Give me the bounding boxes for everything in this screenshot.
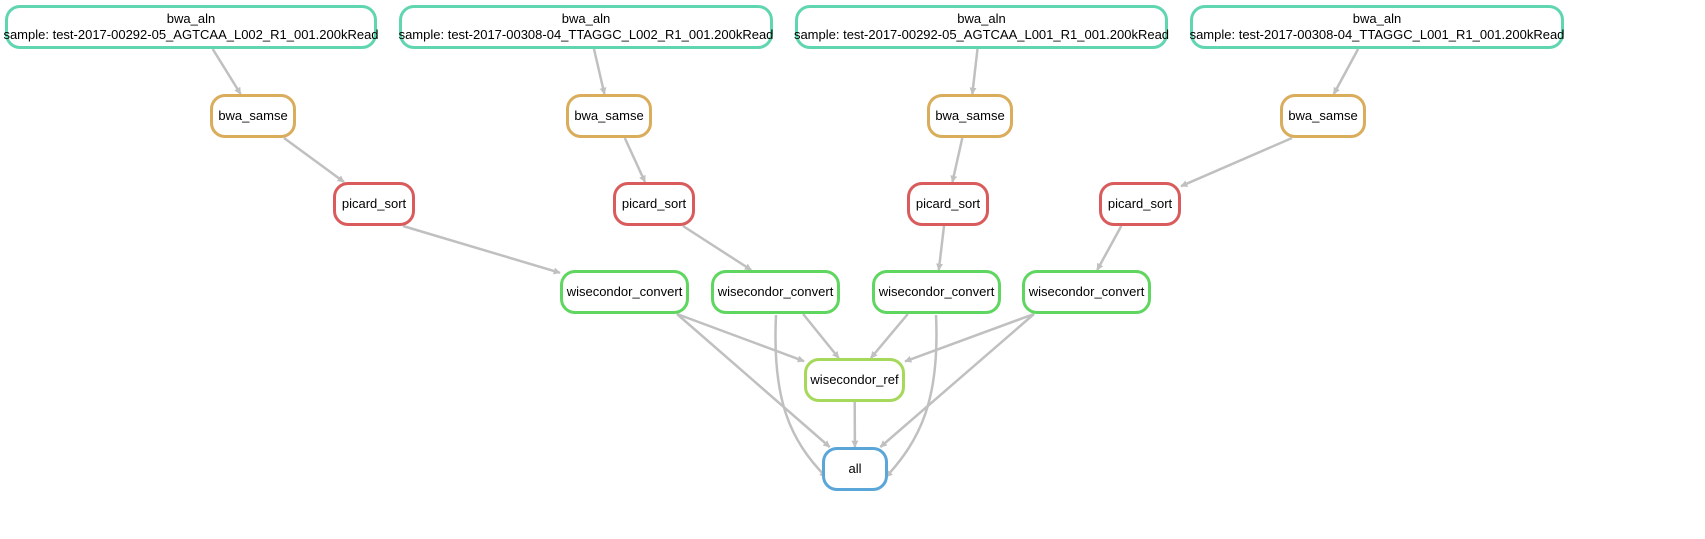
node-label: bwa_aln bbox=[957, 11, 1006, 26]
node-bwa-samse-2[interactable]: bwa_samse bbox=[566, 94, 652, 138]
edge-bwa-aln-to-bwa-samse bbox=[1332, 48, 1360, 95]
node-label: bwa_aln bbox=[1352, 11, 1402, 26]
node-label: wisecondor_convert bbox=[566, 284, 683, 299]
node-wisecondor-convert-4[interactable]: wisecondor_convert bbox=[1022, 270, 1151, 314]
node-label: wisecondor_ref bbox=[810, 372, 899, 387]
node-label: bwa_samse bbox=[1288, 108, 1358, 123]
edge-picard-sort-to-wisecondor-convert bbox=[682, 224, 752, 272]
node-bwa-aln-3[interactable]: bwa_aln sample: test-2017-00292-05_AGTCA… bbox=[793, 5, 1170, 49]
node-picard-sort-4[interactable]: picard_sort bbox=[1099, 182, 1181, 226]
edge-bwa-samse-to-picard-sort bbox=[1180, 136, 1293, 188]
node-bwa-aln-2[interactable]: bwa_aln sample: test-2017-00308-04_TTAGG… bbox=[399, 5, 773, 49]
node-wisecondor-convert-3[interactable]: wisecondor_convert bbox=[872, 270, 1001, 314]
edge-picard-sort-to-wisecondor-convert bbox=[402, 224, 561, 275]
node-bwa-aln-4[interactable]: bwa_aln sample: test-2017-00308-04_TTAGG… bbox=[1190, 5, 1564, 49]
edge-bwa-aln-to-bwa-samse bbox=[592, 48, 607, 95]
node-label: picard_sort bbox=[915, 196, 981, 211]
node-sample: sample: test-2017-00308-04_TTAGGC_L002_R… bbox=[398, 27, 774, 42]
edge-picard-sort-to-wisecondor-convert bbox=[936, 225, 946, 271]
node-all[interactable]: all bbox=[822, 447, 888, 491]
node-label: wisecondor_convert bbox=[878, 284, 995, 299]
node-label: picard_sort bbox=[621, 196, 687, 211]
node-wisecondor-convert-2[interactable]: wisecondor_convert bbox=[711, 270, 840, 314]
node-sample: sample: test-2017-00292-05_AGTCAA_L002_R… bbox=[3, 27, 379, 42]
edge-bwa-aln-to-bwa-samse bbox=[969, 48, 979, 95]
node-label: bwa_samse bbox=[574, 108, 644, 123]
node-label: wisecondor_convert bbox=[717, 284, 834, 299]
node-sample: sample: test-2017-00292-05_AGTCAA_L001_R… bbox=[793, 27, 1170, 42]
node-bwa-aln-1[interactable]: bwa_aln sample: test-2017-00292-05_AGTCA… bbox=[3, 5, 379, 49]
edge-bwa-aln-to-bwa-samse bbox=[211, 48, 242, 95]
edge-wisecondor-convert-to-wisecondor-ref bbox=[676, 312, 805, 363]
node-label: bwa_aln bbox=[166, 11, 216, 26]
node-label: picard_sort bbox=[341, 196, 407, 211]
edge-bwa-samse-to-picard-sort bbox=[623, 137, 647, 183]
node-label: bwa_samse bbox=[935, 108, 1005, 123]
edge-wisecondor-convert-to-wisecondor-ref bbox=[869, 313, 909, 359]
edge-picard-sort-to-wisecondor-convert bbox=[1096, 225, 1123, 271]
node-picard-sort-1[interactable]: picard_sort bbox=[333, 182, 415, 226]
node-label: bwa_aln bbox=[561, 11, 611, 26]
node-label: all bbox=[848, 461, 862, 476]
edge-wisecondor-convert-to-wisecondor-ref bbox=[802, 313, 840, 359]
node-label: picard_sort bbox=[1107, 196, 1173, 211]
node-label: wisecondor_convert bbox=[1028, 284, 1145, 299]
node-picard-sort-3[interactable]: picard_sort bbox=[907, 182, 989, 226]
node-sample: sample: test-2017-00308-04_TTAGGC_L001_R… bbox=[1189, 27, 1565, 42]
edge-bwa-samse-to-picard-sort bbox=[283, 136, 345, 184]
node-label: bwa_samse bbox=[218, 108, 288, 123]
node-bwa-samse-3[interactable]: bwa_samse bbox=[927, 94, 1013, 138]
node-bwa-samse-4[interactable]: bwa_samse bbox=[1280, 94, 1366, 138]
node-wisecondor-ref[interactable]: wisecondor_ref bbox=[804, 358, 905, 402]
node-bwa-samse-1[interactable]: bwa_samse bbox=[210, 94, 296, 138]
node-wisecondor-convert-1[interactable]: wisecondor_convert bbox=[560, 270, 689, 314]
edge-bwa-samse-to-picard-sort bbox=[950, 137, 964, 183]
node-picard-sort-2[interactable]: picard_sort bbox=[613, 182, 695, 226]
edge-wisecondor-convert-to-wisecondor-ref bbox=[904, 312, 1035, 363]
